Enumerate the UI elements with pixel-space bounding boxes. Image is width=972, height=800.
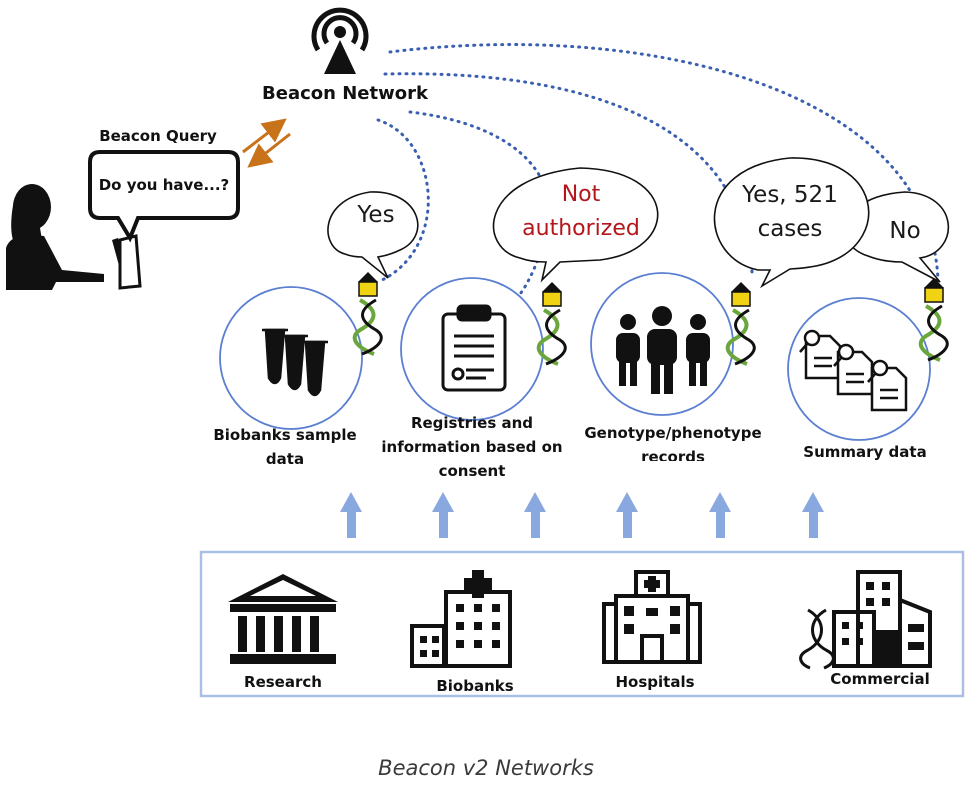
documents-magnifier-icon — [799, 329, 908, 412]
network-links — [376, 43, 940, 302]
bubble-yes — [327, 191, 419, 279]
source-label-hospitals: Hospitals — [615, 673, 695, 691]
resource-label-summary: Summary data — [803, 443, 927, 461]
test-tubes-icon — [262, 328, 328, 397]
upward-arrows — [340, 492, 824, 538]
up-arrow — [524, 492, 546, 538]
up-arrow — [802, 492, 824, 538]
link-to-biobanks — [376, 118, 430, 284]
query-bubble — [88, 150, 240, 243]
source-label-research: Research — [244, 673, 322, 691]
hospital-icon — [602, 570, 702, 664]
query-exchange-arrows — [242, 118, 291, 168]
dna-beacon-icon — [352, 272, 383, 356]
dna-beacon-markers — [352, 272, 949, 366]
up-arrow — [709, 492, 731, 538]
people-icon — [616, 306, 710, 394]
up-arrow — [340, 492, 362, 538]
response-bubbles — [327, 157, 950, 289]
query-label: Beacon Query — [99, 127, 217, 145]
response-yes-521-cases: Yes, 521 cases — [742, 182, 838, 242]
museum-building-icon — [228, 574, 338, 664]
hospital-cross-building-icon — [410, 570, 512, 668]
clipboard-icon — [441, 304, 507, 392]
dna-beacon-icon — [725, 282, 756, 366]
dna-beacon-icon — [536, 282, 567, 366]
source-label-commercial: Commercial — [830, 670, 930, 688]
beacon-antenna-icon — [311, 7, 369, 74]
dna-buildings-icon — [799, 570, 932, 670]
source-label-biobanks: Biobanks — [436, 677, 514, 695]
resource-label-genotype: Genotype/phenotype records — [584, 424, 762, 461]
network-title: Beacon Network — [262, 83, 428, 104]
response-yes: Yes — [357, 202, 395, 228]
query-bubble-text: Do you have...? — [98, 176, 230, 194]
dna-beacon-icon — [918, 278, 949, 362]
response-not-authorized: Not authorized — [522, 182, 640, 241]
up-arrow — [432, 492, 454, 538]
resource-label-biobanks: Biobanks sample data — [213, 426, 357, 468]
figure-caption: Beacon v2 Networks — [378, 756, 594, 780]
bubble-not-authorized — [492, 167, 659, 283]
response-no: No — [889, 218, 921, 244]
laptop-icon — [118, 234, 142, 290]
up-arrow — [616, 492, 638, 538]
bubble-yes-521 — [713, 157, 870, 289]
resource-label-registries: Registries and information based on cons… — [381, 414, 563, 480]
person-at-laptop-icon — [6, 184, 130, 290]
